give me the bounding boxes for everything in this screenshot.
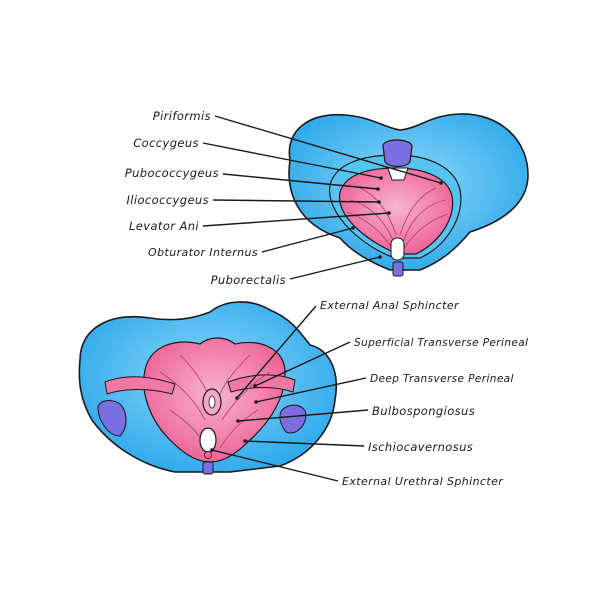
leader-bulbospongiosus [237, 409, 369, 422]
lower-muscle-fibers [159, 354, 271, 449]
leader-levator-ani [202, 212, 390, 227]
leader-external-anal-sphincter [236, 305, 317, 399]
label-external-anal-sphincter: External Anal Sphincter [320, 299, 459, 312]
left-transverse-band [104, 376, 176, 395]
label-piriformis: Piriformis [152, 109, 211, 123]
label-obturator-internus: Obturator Internus [148, 246, 258, 259]
label-puborectalis: Puborectalis [210, 273, 286, 287]
leader-iliococcygeus [212, 199, 380, 203]
sacrum [382, 139, 413, 168]
leader-piriformis [214, 115, 442, 184]
label-superficial-transverse-perineal: Superficial Transverse Perineal [354, 337, 529, 349]
leader-lines [202, 115, 442, 482]
label-ischiocavernosus: Ischiocavernosus [368, 440, 474, 454]
label-deep-transverse-perineal: Deep Transverse Perineal [370, 373, 514, 385]
leader-obturator-internus [261, 227, 354, 253]
leader-coccygeus [202, 142, 382, 179]
pubic-symphysis [392, 261, 404, 277]
left-ischial-tuberosity [97, 400, 127, 437]
right-ischial-tuberosity [279, 404, 307, 434]
upper-muscle-fibers [345, 187, 449, 249]
leader-pubococcygeus [222, 173, 379, 190]
label-coccygeus: Coccygeus [133, 136, 199, 150]
label-iliococcygeus: Iliococcygeus [126, 193, 209, 207]
label-pubococcygeus: Pubococcygeus [124, 166, 219, 180]
leader-external-urethral-sphincter [211, 449, 339, 482]
label-bulbospongiosus: Bulbospongiosus [372, 404, 476, 418]
leader-deep-transverse-perineal [255, 377, 367, 403]
upper-levator-muscle [339, 167, 454, 255]
lower-pelvis [78, 301, 337, 475]
leader-superficial-transverse-perineal [254, 341, 351, 387]
urethral-opening [199, 427, 217, 453]
label-levator-ani: Levator Ani [128, 219, 199, 233]
upper-urogenital-opening [390, 237, 405, 261]
upper-pelvis [288, 113, 529, 277]
label-external-urethral-sphincter: External Urethral Sphincter [342, 475, 504, 488]
coccyx [387, 167, 409, 181]
leader-puborectalis [289, 256, 381, 280]
leader-ischiocavernosus [244, 440, 365, 447]
